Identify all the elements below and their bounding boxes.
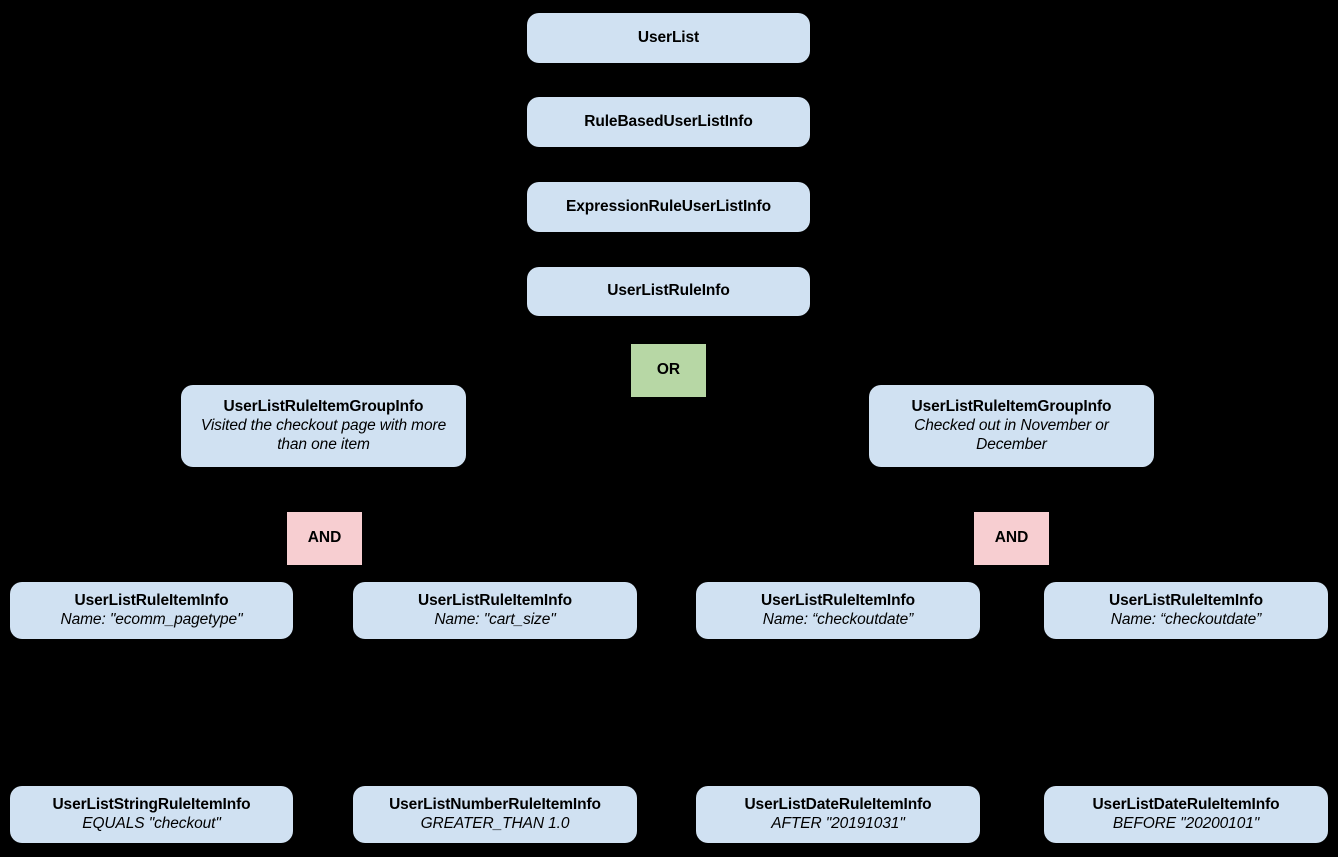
node-item-cart-size[interactable]: UserListRuleItemInfo Name: "cart_size": [353, 582, 637, 639]
node-user-list[interactable]: UserList: [527, 13, 810, 63]
and-operator-label: AND: [994, 529, 1029, 547]
node-and-operator-left[interactable]: AND: [287, 512, 362, 565]
edge-and-left-to-ecomm: [150, 564, 301, 583]
node-title: UserListRuleItemInfo: [1109, 591, 1263, 609]
node-subtitle: GREATER_THAN 1.0: [420, 815, 570, 832]
edge-and-left-to-cartsize: [347, 564, 496, 583]
node-date-rule-item-after[interactable]: UserListDateRuleItemInfo AFTER "20191031…: [696, 786, 980, 843]
node-number-rule-item[interactable]: UserListNumberRuleItemInfo GREATER_THAN …: [353, 786, 637, 843]
or-operator-label: OR: [656, 361, 681, 379]
node-title: UserListStringRuleItemInfo: [52, 795, 251, 813]
node-subtitle: Checked out in November or December: [914, 417, 1109, 453]
node-subtitle: Visited the checkout page with more than…: [200, 417, 447, 453]
and-operator-label: AND: [307, 529, 342, 547]
node-title: UserListDateRuleItemInfo: [1092, 795, 1280, 813]
node-subtitle: EQUALS "checkout": [82, 815, 221, 832]
node-or-operator[interactable]: OR: [631, 344, 706, 397]
node-subtitle: AFTER "20191031": [771, 815, 905, 832]
node-title: UserListRuleItemGroupInfo: [911, 398, 1112, 416]
node-item-checkoutdate-before[interactable]: UserListRuleItemInfo Name: “checkoutdate…: [1044, 582, 1328, 639]
node-title: RuleBasedUserListInfo: [584, 112, 753, 130]
node-item-ecomm-pagetype[interactable]: UserListRuleItemInfo Name: "ecomm_pagety…: [10, 582, 293, 639]
node-subtitle: Name: "cart_size": [434, 611, 556, 628]
node-subtitle: Name: “checkoutdate”: [1110, 611, 1262, 628]
node-item-checkoutdate-after[interactable]: UserListRuleItemInfo Name: “checkoutdate…: [696, 582, 980, 639]
node-title: UserListDateRuleItemInfo: [744, 795, 932, 813]
node-subtitle: Name: "ecomm_pagetype": [60, 611, 243, 628]
edge-and-right-to-checkoutdate-after: [837, 564, 989, 583]
edge-and-right-to-checkoutdate-before: [1035, 564, 1187, 583]
node-expression-rule-user-list-info[interactable]: ExpressionRuleUserListInfo: [527, 182, 810, 232]
node-rule-based-user-list-info[interactable]: RuleBasedUserListInfo: [527, 97, 810, 147]
node-and-operator-right[interactable]: AND: [974, 512, 1049, 565]
node-group-right[interactable]: UserListRuleItemGroupInfo Checked out in…: [869, 385, 1154, 467]
node-title: UserListRuleItemInfo: [418, 591, 572, 609]
node-title: UserList: [637, 28, 700, 46]
node-title: UserListRuleItemInfo: [74, 591, 229, 609]
node-title: UserListNumberRuleItemInfo: [389, 795, 601, 813]
node-subtitle: BEFORE "20200101": [1112, 815, 1260, 832]
node-group-left[interactable]: UserListRuleItemGroupInfo Visited the ch…: [181, 385, 466, 467]
node-string-rule-item[interactable]: UserListStringRuleItemInfo EQUALS "check…: [10, 786, 293, 843]
node-subtitle: Name: “checkoutdate”: [762, 611, 914, 628]
node-title: ExpressionRuleUserListInfo: [566, 197, 771, 215]
node-title: UserListRuleItemInfo: [761, 591, 915, 609]
node-title: UserListRuleInfo: [607, 282, 730, 300]
node-date-rule-item-before[interactable]: UserListDateRuleItemInfo BEFORE "2020010…: [1044, 786, 1328, 843]
node-user-list-rule-info[interactable]: UserListRuleInfo: [527, 267, 810, 316]
node-title: UserListRuleItemGroupInfo: [223, 398, 424, 416]
